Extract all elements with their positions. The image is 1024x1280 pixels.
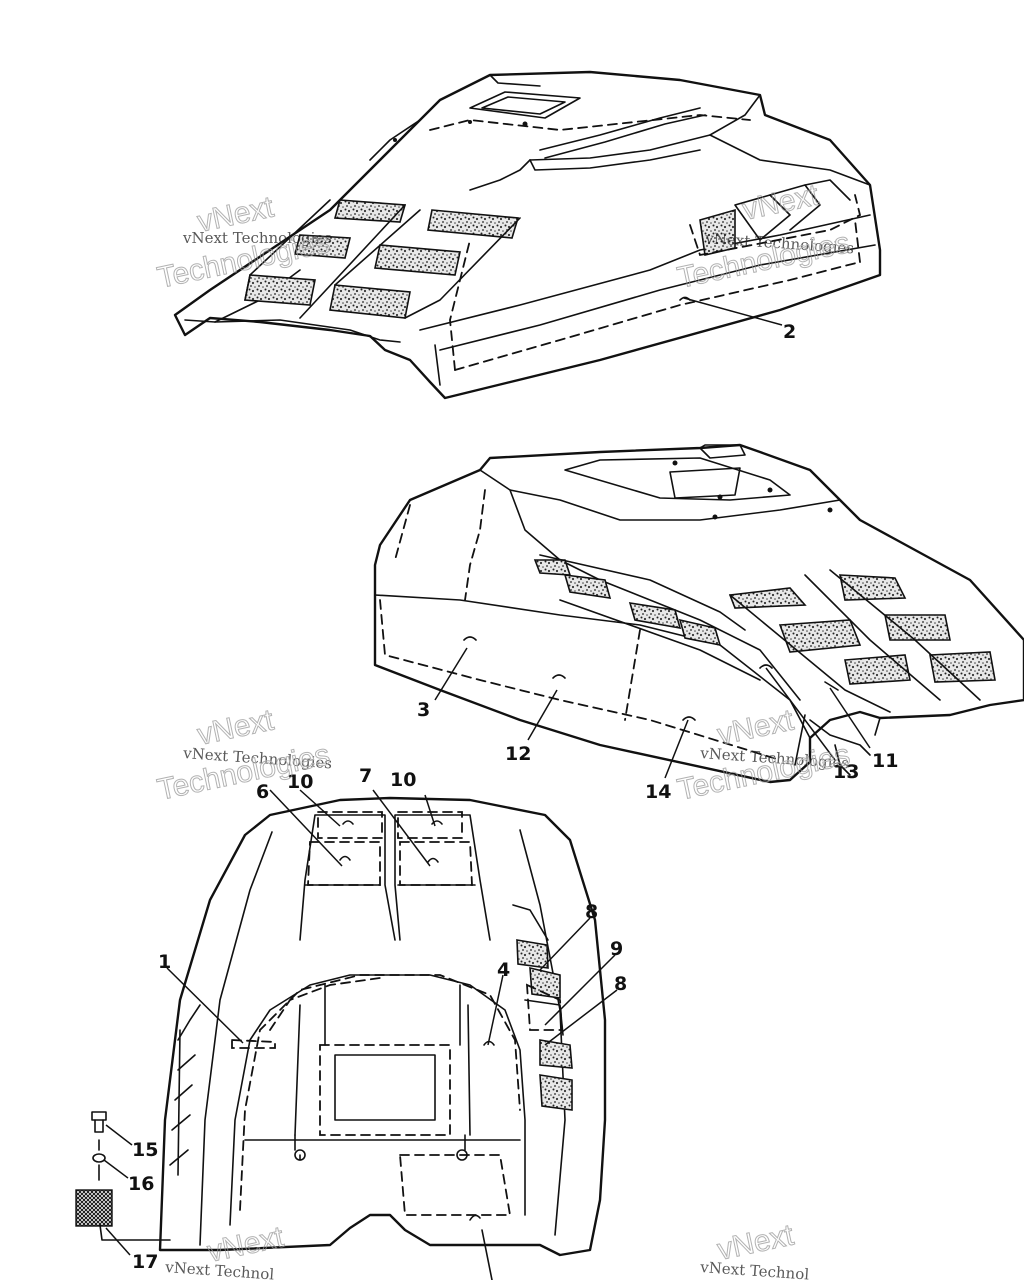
callout-3: 3 bbox=[417, 699, 430, 721]
hood-view-underside bbox=[75, 796, 607, 1280]
hood-view-rear bbox=[173, 70, 882, 400]
svg-text:vNext Technologies: vNext Technologies bbox=[182, 229, 332, 247]
callout-8-lower: 8 bbox=[614, 973, 627, 995]
callout-10-right: 10 bbox=[390, 769, 416, 791]
washer-part-16 bbox=[92, 1139, 106, 1181]
svg-text:vNext: vNext bbox=[740, 178, 823, 226]
callout-16: 16 bbox=[128, 1173, 154, 1195]
callout-17: 17 bbox=[132, 1251, 158, 1273]
callout-14: 14 bbox=[645, 781, 671, 803]
callout-2: 2 bbox=[783, 321, 796, 343]
callout-12: 12 bbox=[505, 743, 531, 765]
watermark-bottom-right: vNext vNext Technol bbox=[699, 1218, 810, 1280]
watermark-middle-left: vNext vNext Technologies Technologies bbox=[154, 703, 333, 807]
svg-text:vNext Technol: vNext Technol bbox=[164, 1258, 275, 1280]
callout-7: 7 bbox=[359, 765, 372, 787]
watermark-middle-right: vNext vNext Technologies Technologies bbox=[674, 703, 853, 807]
callout-11: 11 bbox=[872, 750, 898, 772]
callout-15: 15 bbox=[132, 1139, 158, 1161]
callout-10-left: 10 bbox=[287, 771, 313, 793]
callout-8-upper: 8 bbox=[585, 901, 598, 923]
callout-6: 6 bbox=[256, 781, 269, 803]
callout-labels: 2 3 12 14 13 11 6 10 7 10 8 9 8 4 1 15 1… bbox=[128, 321, 898, 1273]
bolt-part-15 bbox=[91, 1111, 107, 1133]
hood-view-front bbox=[373, 443, 1024, 784]
watermark-bottom-left: vNext vNext Technol bbox=[164, 1220, 288, 1280]
leader-lines bbox=[103, 297, 871, 1256]
callout-13: 13 bbox=[833, 761, 859, 783]
callout-4: 4 bbox=[497, 959, 510, 981]
callout-9: 9 bbox=[610, 938, 623, 960]
svg-text:vNext: vNext bbox=[195, 703, 278, 751]
callout-1: 1 bbox=[158, 951, 171, 973]
mesh-screen-part-17 bbox=[75, 1189, 171, 1241]
svg-text:vNext: vNext bbox=[715, 703, 798, 751]
svg-text:vNext Technol: vNext Technol bbox=[699, 1258, 810, 1280]
